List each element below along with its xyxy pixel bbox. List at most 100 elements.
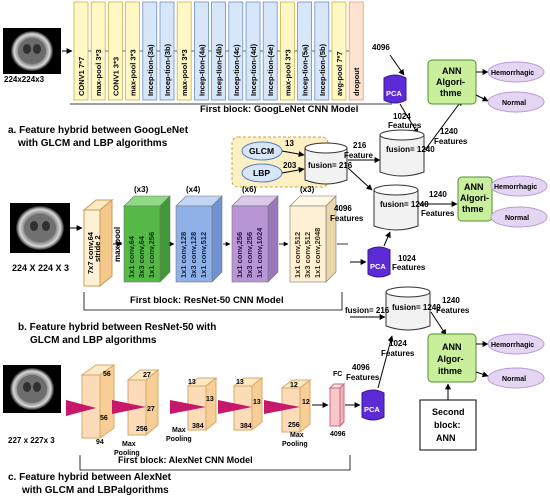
ann-box-c: ANN Algor- ithme xyxy=(427,333,477,383)
caption-b-line1: b. Feature hybrid between ResNet-50 with xyxy=(18,322,216,333)
maxpool2-line1: Max xyxy=(172,427,186,434)
dim-256a: 256 xyxy=(136,426,148,433)
googlenet-layer-label: max-pool 3*3 xyxy=(180,49,189,96)
class-hemorrhagic-c: Hemorrhagic xyxy=(487,333,545,355)
alexnet-block-5: 12 12 256 xyxy=(264,378,312,434)
fusion-1240-text-c: fusion= 1240 xyxy=(392,303,441,312)
arrow-dropout-pca-a xyxy=(389,54,405,76)
fusion-1240-cylinder-b: fusion= 1240 xyxy=(373,184,429,231)
resnet-conv-label: 1x1 conv,2048 xyxy=(313,228,322,278)
ann-box-b: ANN Algori- thme xyxy=(457,176,493,222)
ct-scan-image-b xyxy=(10,203,70,253)
pca-a: PCA xyxy=(383,74,407,104)
input-size-a: 224x224x3 xyxy=(4,75,45,84)
class-hemorrhagic-a: Hemorrhagic xyxy=(487,61,545,83)
googlenet-layer: Incep-tion-(4d) xyxy=(243,1,261,101)
glcm-lbp-block: GLCM LBP 13 203 fusion= 216 216 Feature xyxy=(231,136,381,191)
pca-b: PCA xyxy=(367,246,391,278)
arrow-pca-fusion-b xyxy=(383,231,391,247)
features-1024-c: 1024 xyxy=(389,339,407,348)
googlenet-layer-label: avg-pool 7*7 xyxy=(335,51,344,96)
hemorrhagic-label-a: Hemorrhagic xyxy=(491,70,534,77)
resnet-repeat-label: (x4) xyxy=(186,185,201,194)
second-block-line3: ANN xyxy=(436,433,456,443)
dim-13a: 13 xyxy=(188,379,196,386)
features-word-1024-b: Features xyxy=(392,263,426,272)
googlenet-layer: Incep-tion-(3a) xyxy=(139,1,158,101)
googlenet-layer: Incep-tion-(3b) xyxy=(157,1,175,101)
conv1-label-line2: stride 2 xyxy=(93,235,102,262)
maxpool2-line2: Pooling xyxy=(166,436,192,443)
googlenet-layer: max-pool 3*3 xyxy=(88,1,106,101)
normal-label-c: Normal xyxy=(502,376,526,383)
features-1240-word-b: Features xyxy=(421,209,455,218)
googlenet-layer-label: Incep-tion-(4d) xyxy=(249,43,258,96)
maxpool3-line2: Pooling xyxy=(282,441,308,448)
arrow-216-to-fusion1240-b xyxy=(347,167,373,191)
googlenet-layer-label: Incep-tion-(4c) xyxy=(232,44,241,96)
resnet-repeat-label: (x6) xyxy=(242,185,257,194)
googlenet-layer: Incep-tion-(4e) xyxy=(260,1,278,101)
hemorrhagic-label-c: Hemorrhagic xyxy=(491,342,534,349)
arrow-lbp-fusion xyxy=(281,167,305,174)
ann-a-line2: Algori- xyxy=(436,77,465,87)
dim-56b: 56 xyxy=(100,415,108,422)
resnet-conv-label: 1x1 conv,128 xyxy=(179,232,188,278)
dim-256b: 256 xyxy=(288,422,300,429)
caption-c-line2: with GLCM and LBPalgorithms xyxy=(21,485,169,496)
glcm-label: GLCM xyxy=(249,146,274,156)
ann-a-line3: thme xyxy=(440,88,462,98)
class-normal-b: Normal xyxy=(490,206,548,228)
resnet-conv-label: 1x1 conv,256 xyxy=(235,232,244,278)
googlenet-layer-label: max-pool 3*3 xyxy=(283,49,292,96)
ann-b-line2: Algori- xyxy=(460,193,489,203)
features-4096-b: 4096 xyxy=(334,204,352,213)
googlenet-layer-label: Incep-tion-(4e) xyxy=(266,44,275,96)
caption-b-line2: GLCM and LBP algorithms xyxy=(30,335,157,346)
caption-c-line1: c. Feature hybrid between AlexNet xyxy=(8,472,172,483)
resnet-conv-label: 1x1 conv,512 xyxy=(293,232,302,278)
ann-b-line3: thme xyxy=(462,204,484,214)
arrow-ann-norm-a xyxy=(475,94,489,102)
features-216-word: Feature xyxy=(344,151,373,160)
googlenet-layer: CONV1 3*3 xyxy=(105,1,123,101)
ct-scan-image-a xyxy=(3,28,61,74)
arrow-pca-fusion-a xyxy=(399,103,419,135)
googlenet-layer-label: CONV1 7*7 xyxy=(77,57,86,96)
googlenet-layer: dropout xyxy=(346,1,364,101)
ann-b-line1: ANN xyxy=(464,182,484,192)
class-hemorrhagic-b: Hemorrhagic xyxy=(490,175,548,197)
features-1024-a: 1024 xyxy=(393,112,411,121)
fusion-216-cylinder: fusion= 216 xyxy=(304,142,353,185)
features-1240-a: 1240 xyxy=(440,127,458,136)
dim-12a: 12 xyxy=(290,382,298,389)
block-bracket-c xyxy=(79,455,351,471)
caption-a-line1: a. Feature hybrid between GoogLeNet xyxy=(8,125,189,136)
maxpool1-line1: Max xyxy=(122,441,136,448)
googlenet-layer-label: max-pool 3*3 xyxy=(129,49,138,96)
fusion-216-c: fusion= 216 xyxy=(345,306,390,315)
resnet-conv-label: 3x3 conv,64 xyxy=(137,235,146,278)
dim-4096: 4096 xyxy=(330,431,346,438)
arrow-fusion-ann-c xyxy=(430,311,447,336)
normal-label-a: Normal xyxy=(502,100,526,107)
googlenet-layer: Incep-tion-(4c) xyxy=(225,1,244,101)
dim-384a: 384 xyxy=(192,423,204,430)
resnet-conv-label: 1x1 conv,64 xyxy=(127,235,136,278)
googlenet-layer: max-pool 3*3 xyxy=(122,1,140,101)
ann-c-line3: ithme xyxy=(438,366,462,376)
maxpool1-line2: Pooling xyxy=(114,450,140,457)
fc-layer xyxy=(328,382,346,428)
resnet-conv-label: 1x1 conv,256 xyxy=(147,232,156,278)
features-word-1024-c: Features xyxy=(381,349,415,358)
fusion-1240-cylinder-c: fusion= 1240 xyxy=(385,286,441,331)
features-word-4096-b: Features xyxy=(330,214,364,223)
googlenet-layer-label: CONV1 3*3 xyxy=(111,57,120,96)
resnet-conv-label: 1x1 conv,1024 xyxy=(255,227,264,278)
fc-label: FC xyxy=(333,371,342,378)
caption-a-line2: with GLCM and LBP algorithms xyxy=(17,138,168,149)
dim-27a: 27 xyxy=(143,372,151,379)
svg-text:PCA: PCA xyxy=(386,89,402,98)
